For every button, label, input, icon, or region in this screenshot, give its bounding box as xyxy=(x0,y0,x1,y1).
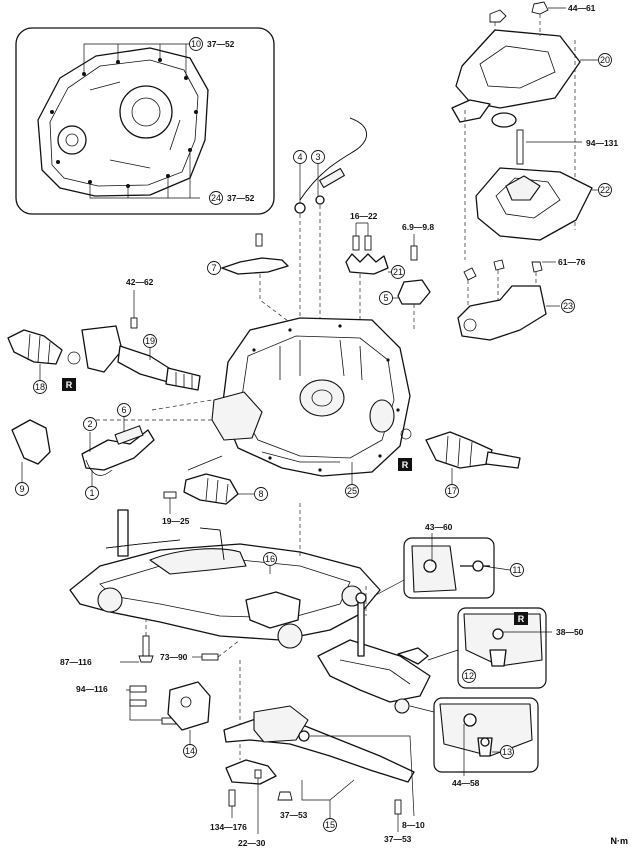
torque-38-50: 38—50 xyxy=(556,627,584,637)
callout-24-label: 24 xyxy=(211,193,221,203)
callout-10-label: 10 xyxy=(191,39,201,49)
torque-37-53-a: 37—53 xyxy=(280,810,308,820)
callout-18 xyxy=(33,380,47,394)
callout-1 xyxy=(85,486,99,500)
callout-20 xyxy=(598,53,612,67)
torque-43-60: 43—60 xyxy=(425,522,453,532)
torque-22-30: 22—30 xyxy=(238,838,266,848)
torque-8-10: 8—10 xyxy=(402,820,425,830)
mount-bracket-20: 44—61 20 xyxy=(451,1,612,260)
callout-7-label: 7 xyxy=(211,263,216,273)
callout-20-label: 20 xyxy=(600,55,610,65)
callout-2-label: 2 xyxy=(87,419,92,429)
callout-4 xyxy=(293,150,307,164)
torque-19-25: 19—25 xyxy=(162,516,190,526)
callout-25 xyxy=(345,484,359,498)
callout-6-label: 6 xyxy=(121,405,126,415)
callout-23-label: 23 xyxy=(563,301,573,311)
callout-14 xyxy=(183,744,197,758)
callout-11-label: 11 xyxy=(512,565,521,575)
torque-10: 37—52 xyxy=(207,39,235,49)
callout-13-label: 13 xyxy=(502,747,512,757)
callout-5-label: 5 xyxy=(383,293,388,303)
callout-17 xyxy=(445,484,459,498)
callout-19-label: 19 xyxy=(145,336,155,346)
torque-42-62: 42—62 xyxy=(126,277,154,287)
boot-8: 19—25 8 xyxy=(162,455,268,526)
callout-1-label: 1 xyxy=(89,488,94,498)
shift-cable-3-4: 4 3 xyxy=(293,117,367,330)
replace-mark-tie-rod xyxy=(514,612,528,625)
mount-rubber-22: 94—131 22 xyxy=(475,129,618,241)
callout-21 xyxy=(391,265,405,279)
torque-37-53-b: 37—53 xyxy=(384,834,412,844)
torque-24: 37—52 xyxy=(227,193,255,203)
callout-22-label: 22 xyxy=(600,185,610,195)
callout-3-label: 3 xyxy=(315,152,320,162)
callout-25-label: 25 xyxy=(347,486,357,496)
torque-94-116: 94—116 xyxy=(76,684,108,694)
stabilizer-link-inset: 43—60 11 xyxy=(373,522,524,599)
subframe-bolts: 87—116 73—90 xyxy=(60,620,241,760)
callout-13 xyxy=(500,745,514,759)
callout-12-label: 12 xyxy=(464,671,474,681)
unit-label: N·m xyxy=(611,836,629,846)
torque-134-176: 134—176 xyxy=(210,822,247,832)
callout-22 xyxy=(598,183,612,197)
mount-bracket-23: 61—76 23 xyxy=(457,257,586,341)
callout-19 xyxy=(143,334,157,348)
callout-6 xyxy=(117,403,131,417)
callout-14-label: 14 xyxy=(185,746,195,756)
callout-11 xyxy=(510,563,524,577)
callout-24 xyxy=(209,191,223,205)
bracket-21-5: 16—22 21 6.9—9.8 5 xyxy=(345,211,434,330)
replace-mark-tie-rod-label: R xyxy=(518,614,525,624)
tie-rod-end-inset: R 38—50 12 xyxy=(427,607,584,689)
torque-61-76: 61—76 xyxy=(558,257,586,267)
callout-9 xyxy=(15,482,29,496)
drive-shaft-right: R 17 xyxy=(398,428,521,498)
torque-73-90: 73—90 xyxy=(160,652,188,662)
callout-15-label: 15 xyxy=(325,820,335,830)
bracket-7: 7 xyxy=(207,233,301,331)
replace-mark-left-label: R xyxy=(66,380,73,390)
subframe-16: 16 xyxy=(69,509,381,649)
torque-94-131: 94—131 xyxy=(586,138,618,148)
ball-joint-inset: 13 44—58 xyxy=(409,697,539,788)
callout-7 xyxy=(207,261,221,275)
callout-2 xyxy=(83,417,97,431)
callout-17-label: 17 xyxy=(447,486,457,496)
bracket-9-1-2-6: 9 2 6 1 xyxy=(11,403,155,500)
torque-20: 44—61 xyxy=(568,3,596,13)
bracket-14: 94—116 14 xyxy=(76,681,211,758)
transaxle-25: 25 xyxy=(96,317,411,498)
torque-6-9: 6.9—9.8 xyxy=(402,222,434,232)
drive-shaft-left: 18 R 42—62 19 xyxy=(7,277,201,394)
callout-8 xyxy=(254,487,268,501)
callout-23 xyxy=(561,299,575,313)
replace-mark-right-label: R xyxy=(402,460,409,470)
callout-3 xyxy=(311,150,325,164)
replace-mark-right xyxy=(398,458,412,471)
callout-4-label: 4 xyxy=(297,152,302,162)
case-bolt-inset: 10 37—52 24 37—52 xyxy=(15,27,275,215)
callout-12 xyxy=(462,669,476,683)
rear-crossmember-15: 8—10 134—176 22—30 37—53 37—53 15 xyxy=(210,705,425,848)
torque-16-22: 16—22 xyxy=(350,211,378,221)
callout-21-label: 21 xyxy=(393,267,403,277)
callout-16-label: 16 xyxy=(265,554,275,564)
callout-5 xyxy=(379,291,393,305)
callout-8-label: 8 xyxy=(258,489,263,499)
torque-87-116: 87—116 xyxy=(60,657,92,667)
control-arm xyxy=(317,592,431,714)
torque-44-58: 44—58 xyxy=(452,778,480,788)
callout-9-label: 9 xyxy=(19,484,24,494)
callout-18-label: 18 xyxy=(35,382,45,392)
callout-16 xyxy=(263,552,277,566)
callout-15 xyxy=(323,818,337,832)
replace-mark-left xyxy=(62,378,76,391)
callout-10 xyxy=(189,37,203,51)
